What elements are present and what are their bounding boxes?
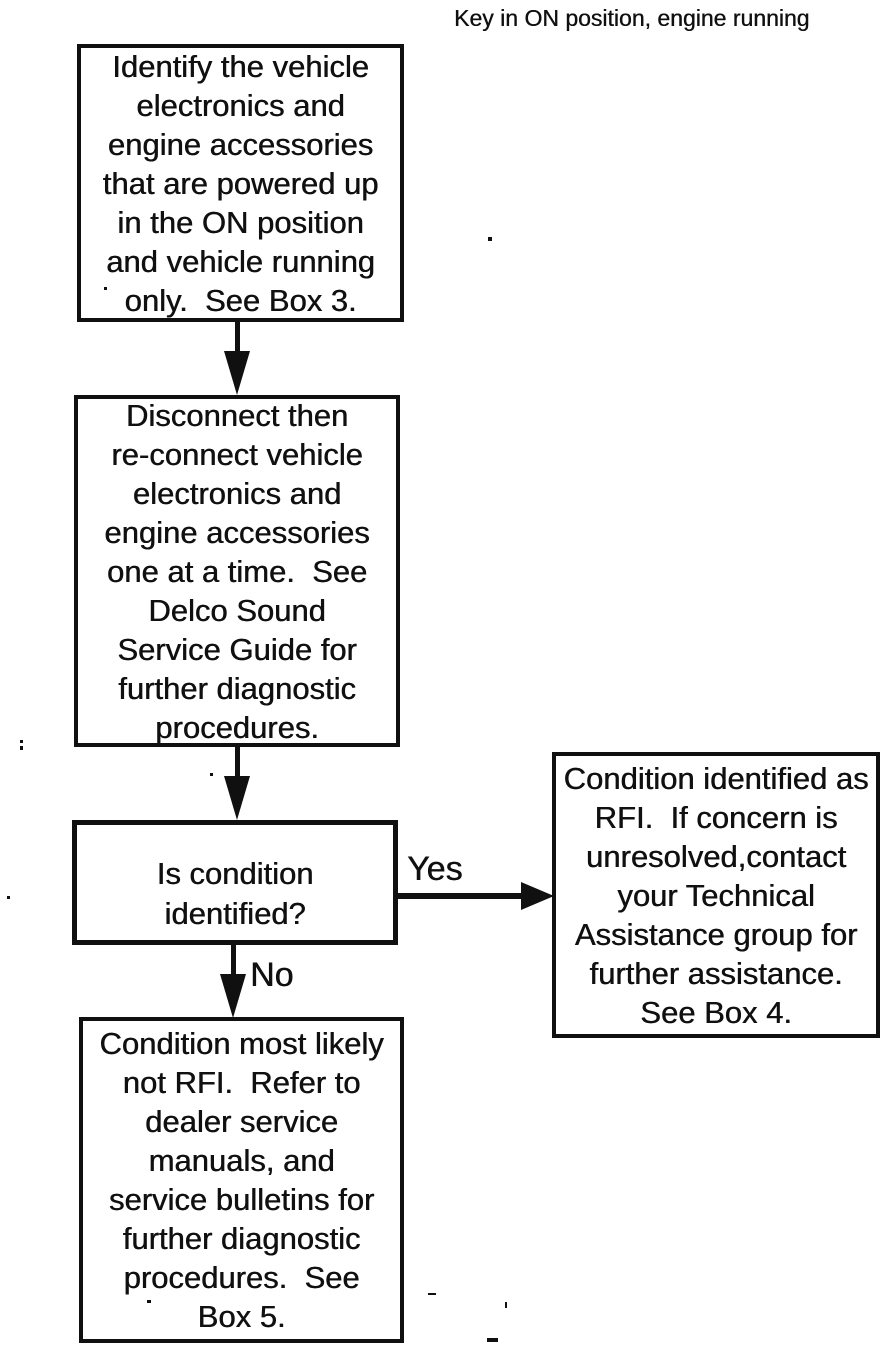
- scan-speck: [487, 1338, 498, 1342]
- flow-box-condition-rfi-text: Condition identified as RFI. If concern …: [563, 760, 869, 1030]
- arrow-stem: [235, 320, 240, 360]
- scan-speck: [428, 1293, 436, 1295]
- flow-box-not-rfi-text: Condition most likely not RFI. Refer to …: [99, 1026, 384, 1334]
- flow-decision-condition-identified: Is condition identified?: [72, 820, 398, 945]
- scan-speck: [104, 287, 107, 290]
- arrow-stem: [398, 893, 526, 899]
- flow-box-identify-powered-text: Identify the vehicle electronics and eng…: [102, 48, 379, 318]
- scan-speck: [20, 740, 23, 743]
- flow-box-not-rfi: Condition most likely not RFI. Refer to …: [79, 1017, 404, 1343]
- scan-speck: [210, 773, 213, 776]
- arrow-stem: [235, 745, 240, 785]
- no-branch-label: No: [250, 956, 294, 994]
- arrow-stem: [231, 943, 236, 983]
- scan-speck: [505, 1302, 507, 1308]
- arrow-head-right-icon: [521, 882, 554, 910]
- flow-box-disconnect-reconnect: Disconnect then re-connect vehicle elect…: [74, 395, 400, 747]
- yes-branch-label: Yes: [407, 850, 463, 888]
- arrow-head-down-icon: [224, 776, 250, 820]
- flow-box-disconnect-reconnect-text: Disconnect then re-connect vehicle elect…: [104, 397, 370, 745]
- flow-box-identify-powered: Identify the vehicle electronics and eng…: [77, 44, 404, 322]
- arrow-head-down-icon: [224, 351, 250, 395]
- page-annotation: Key in ON position, engine running: [454, 5, 810, 31]
- arrow-head-down-icon: [220, 974, 246, 1018]
- scan-speck: [488, 237, 492, 241]
- scan-speck: [7, 896, 10, 899]
- flow-box-condition-rfi: Condition identified as RFI. If concern …: [552, 752, 880, 1038]
- scan-speck: [147, 1300, 151, 1303]
- scan-speck: [20, 746, 23, 750]
- flow-decision-condition-identified-text: Is condition identified?: [156, 855, 314, 931]
